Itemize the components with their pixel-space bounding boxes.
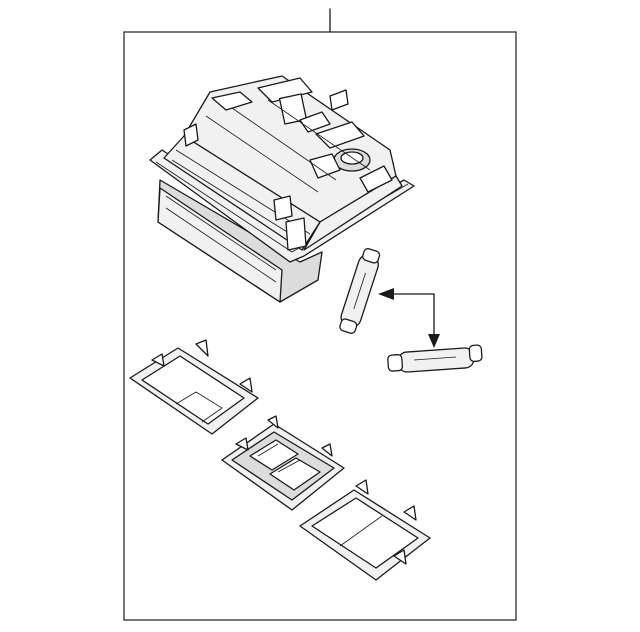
bezel-center bbox=[221, 415, 345, 511]
bulb-upper bbox=[339, 247, 381, 334]
arrow-head-down bbox=[428, 334, 440, 348]
pointer-arrows bbox=[378, 288, 440, 348]
bulb-lower bbox=[387, 344, 483, 373]
diagram-frame bbox=[123, 31, 517, 621]
overhead-console-assembly bbox=[149, 75, 415, 303]
arrow-head-left bbox=[378, 288, 394, 300]
lens-cover-right bbox=[299, 479, 431, 581]
lens-cover-left bbox=[129, 339, 259, 435]
